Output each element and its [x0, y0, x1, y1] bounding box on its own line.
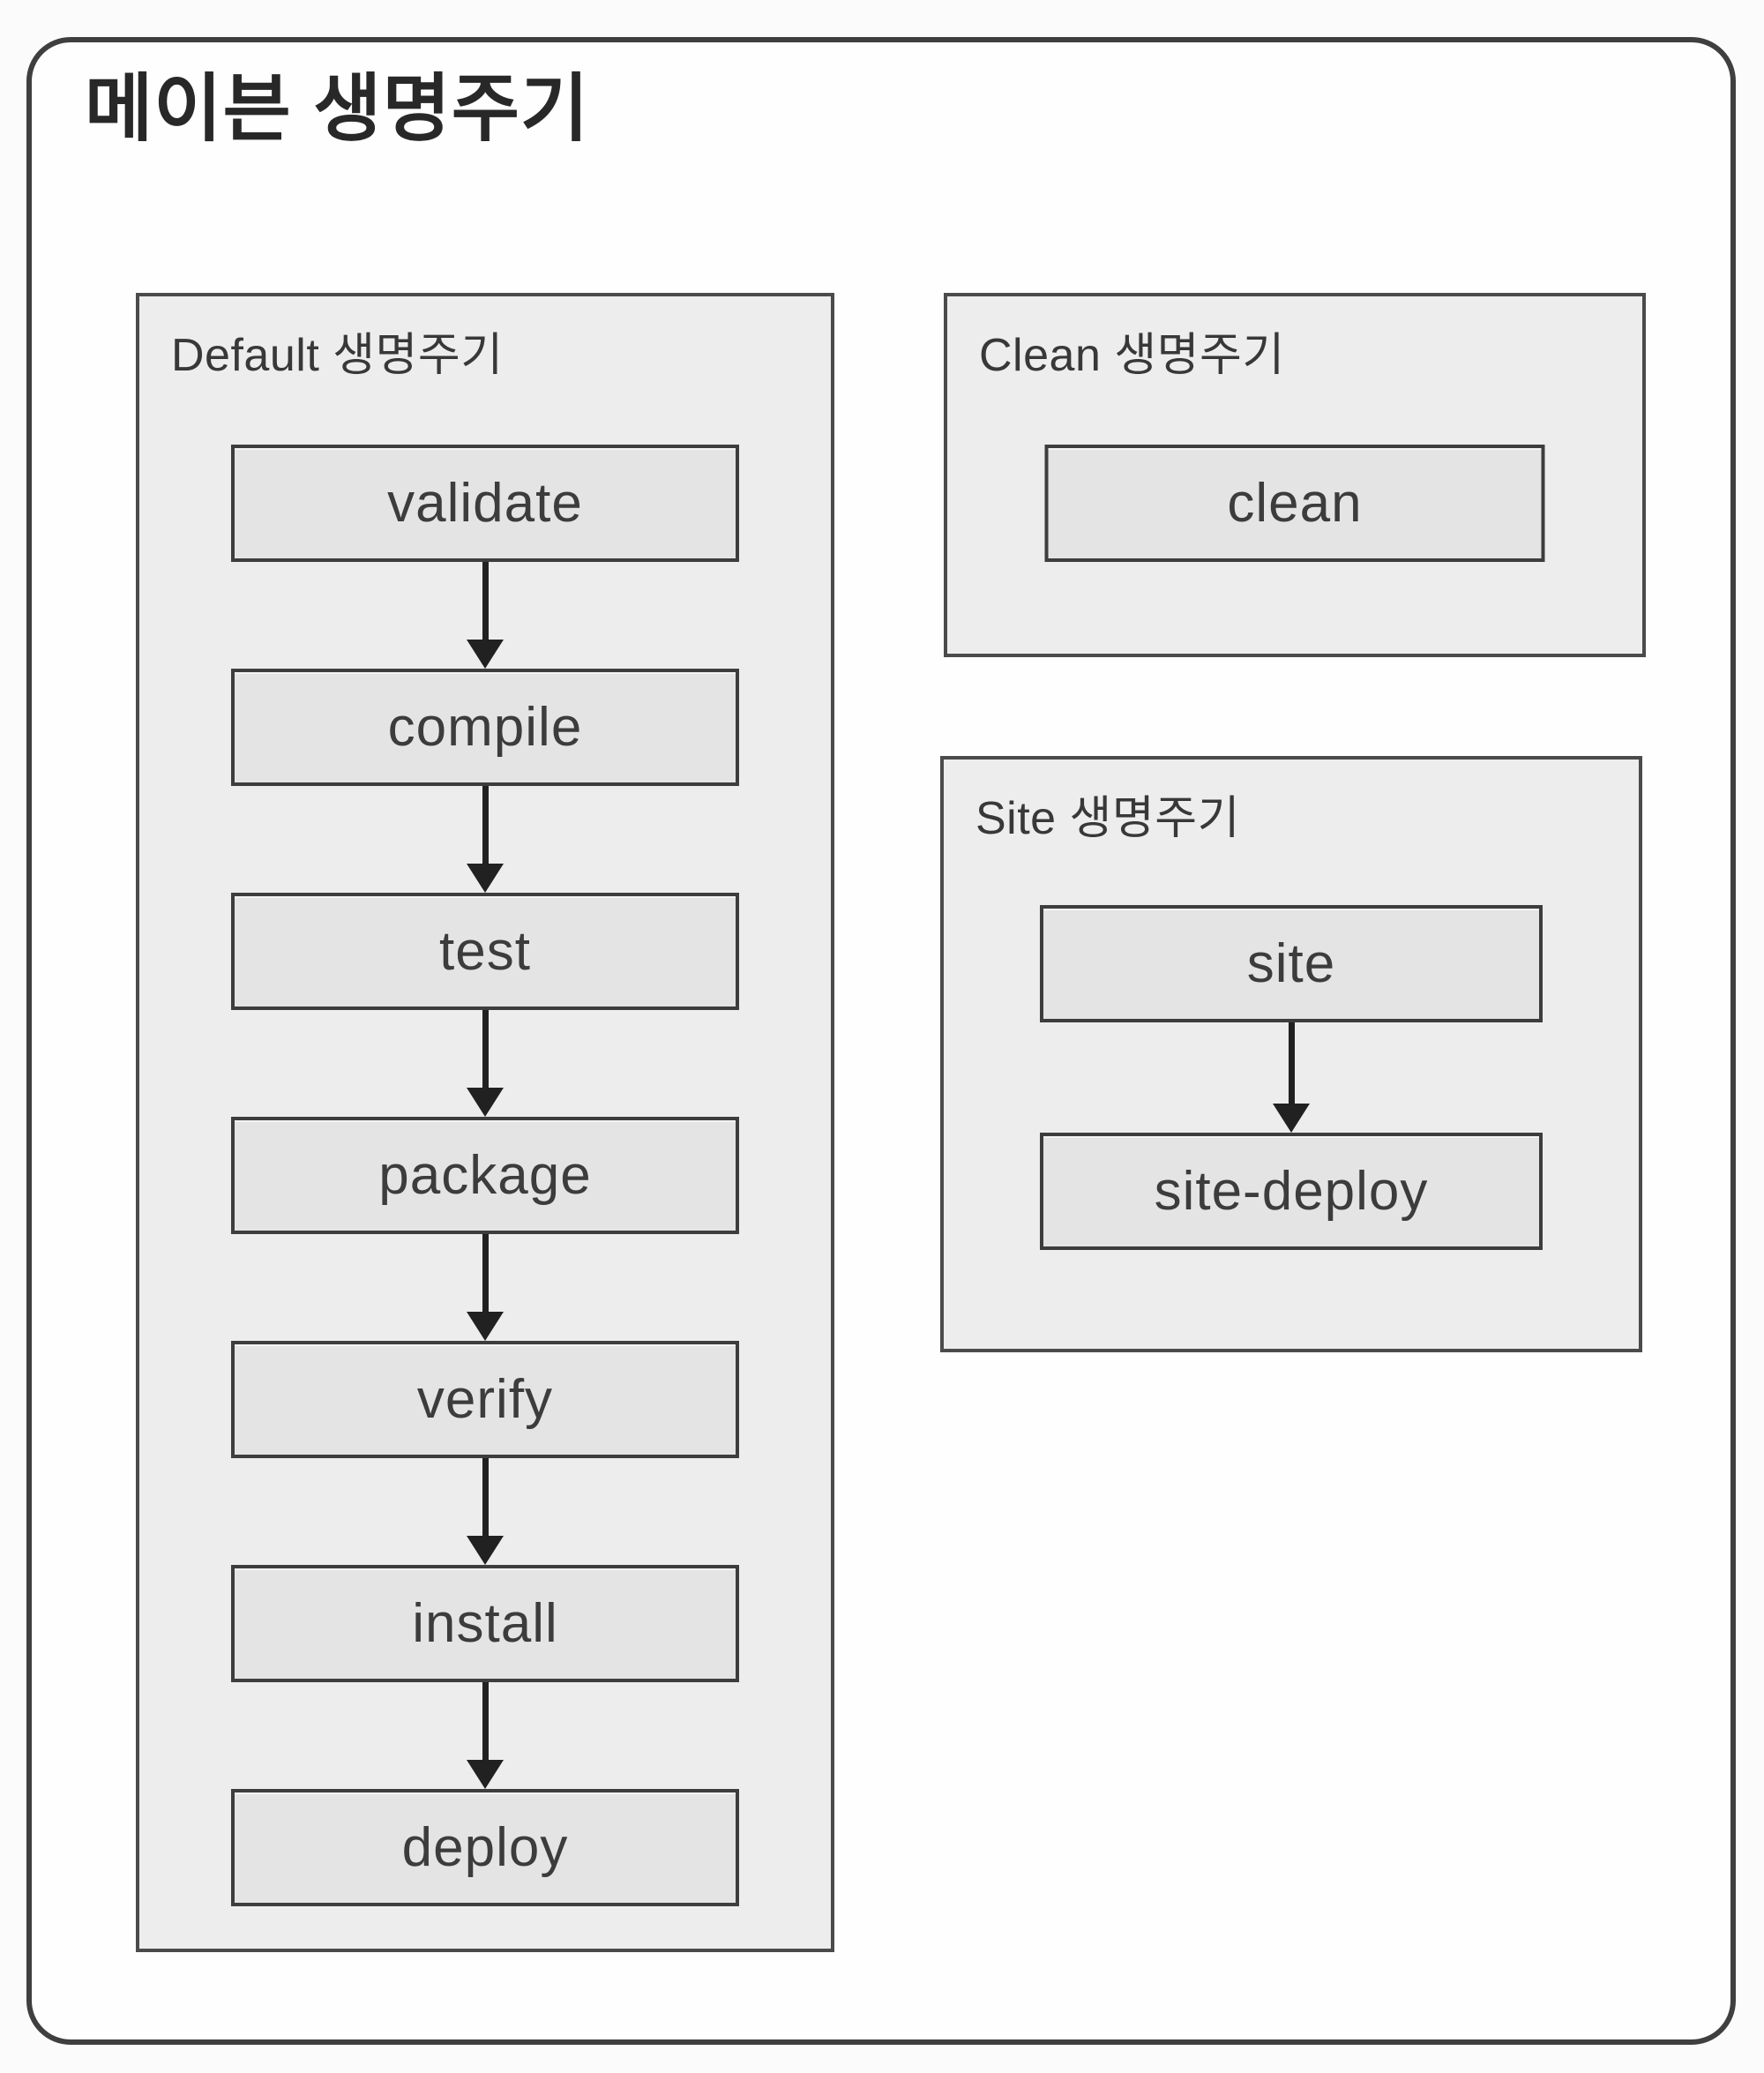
diagram-frame: 메이븐 생명주기 Default 생명주기 validate compile t… — [26, 37, 1736, 2045]
phase-package: package — [231, 1117, 739, 1234]
arrow-head — [467, 1312, 504, 1341]
phase-clean: clean — [1044, 445, 1545, 562]
arrow-head — [1273, 1104, 1310, 1133]
arrow-stem — [482, 1458, 489, 1536]
arrow-head — [467, 864, 504, 893]
arrow-stem — [1288, 1022, 1295, 1104]
arrow-down-icon — [466, 786, 505, 893]
arrow-down-icon — [466, 1010, 505, 1117]
arrow-head — [467, 640, 504, 669]
arrow-down-icon — [466, 1458, 505, 1565]
diagram-title: 메이븐 생명주기 — [85, 67, 590, 150]
default-lifecycle-label: Default 생명주기 — [171, 330, 504, 381]
arrow-stem — [482, 1234, 489, 1312]
clean-lifecycle-group: Clean 생명주기 clean — [944, 293, 1646, 657]
phase-validate: validate — [231, 445, 739, 562]
phase-verify: verify — [231, 1341, 739, 1458]
arrow-stem — [482, 562, 489, 640]
arrow-stem — [482, 1010, 489, 1088]
arrow-head — [467, 1760, 504, 1789]
default-lifecycle-group: Default 생명주기 validate compile test packa… — [136, 293, 834, 1952]
arrow-stem — [482, 786, 489, 864]
clean-lifecycle-label: Clean 생명주기 — [979, 330, 1285, 381]
arrow-head — [467, 1088, 504, 1117]
site-lifecycle-group: Site 생명주기 site site-deploy — [940, 756, 1642, 1352]
phase-install: install — [231, 1565, 739, 1682]
phase-test: test — [231, 893, 739, 1010]
arrow-down-icon — [466, 562, 505, 669]
arrow-stem — [482, 1682, 489, 1760]
arrow-down-icon — [1272, 1022, 1311, 1133]
phase-deploy: deploy — [231, 1789, 739, 1906]
arrow-down-icon — [466, 1682, 505, 1789]
phase-compile: compile — [231, 669, 739, 786]
phase-site: site — [1040, 905, 1543, 1022]
arrow-head — [467, 1536, 504, 1565]
site-lifecycle-label: Site 생명주기 — [975, 793, 1240, 844]
arrow-down-icon — [466, 1234, 505, 1341]
phase-site-deploy: site-deploy — [1040, 1133, 1543, 1250]
